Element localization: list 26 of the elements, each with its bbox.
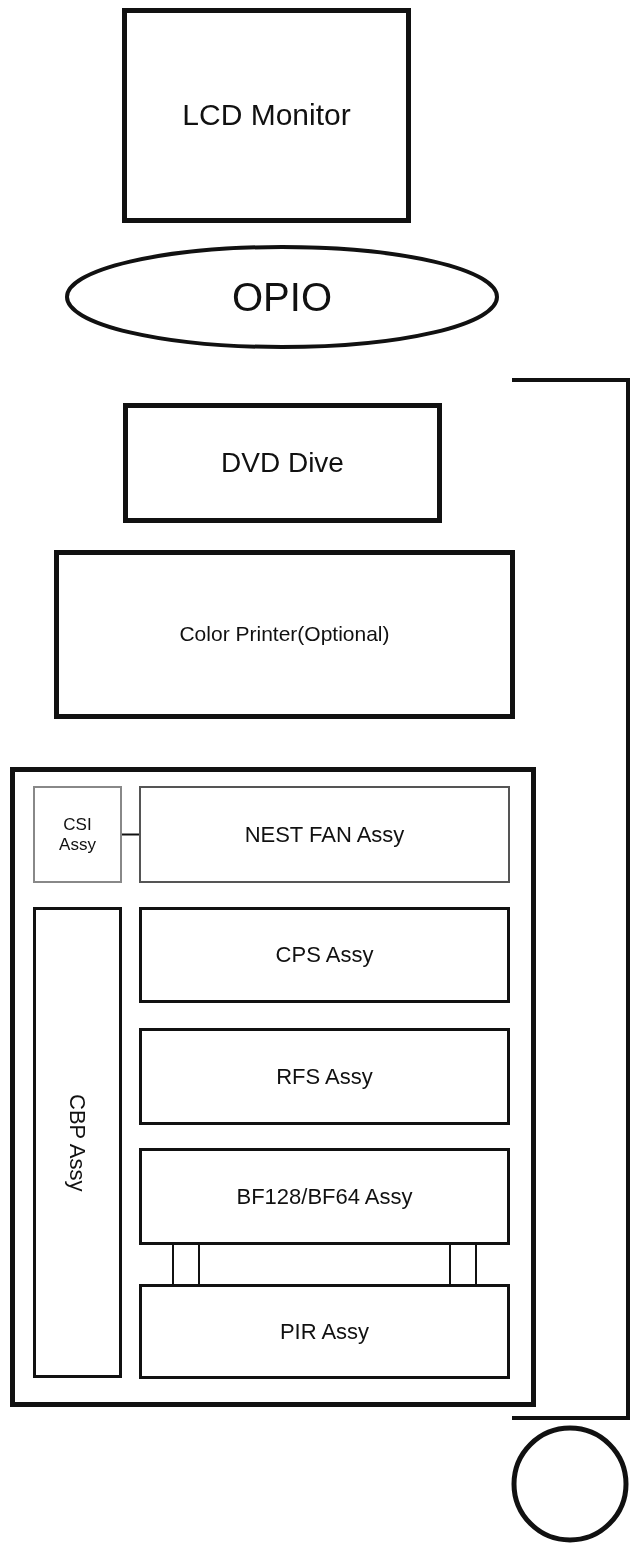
box-label: DVD Dive (221, 446, 344, 480)
box-label: BF128/BF64 Assy (236, 1183, 413, 1210)
ellipse-node (65, 245, 499, 349)
assembly-box (139, 786, 510, 883)
connector-line (121, 833, 140, 836)
box-label: Color Printer(Optional) (179, 622, 390, 647)
box-label: CSI Assy (58, 814, 97, 855)
box-label: LCD Monitor (182, 98, 351, 133)
box-label: OPIO (232, 274, 332, 320)
box-label: CBP Assy (64, 1093, 91, 1192)
assembly-box (123, 403, 442, 523)
assembly-box (33, 907, 122, 1378)
box-label: CPS Assy (275, 942, 374, 968)
assembly-box (139, 907, 510, 1003)
connector-line (449, 1244, 477, 1285)
assembly-box (139, 1284, 510, 1379)
cabinet-box (10, 767, 536, 1407)
connector-line (172, 1244, 200, 1285)
assembly-box (139, 1028, 510, 1125)
assembly-box (122, 8, 411, 223)
assembly-box (139, 1148, 510, 1245)
assembly-box (54, 550, 515, 719)
box-label: NEST FAN Assy (244, 821, 405, 848)
assembly-box (33, 786, 122, 883)
box-label: PIR Assy (279, 1318, 370, 1345)
box-label: RFS Assy (276, 1063, 373, 1090)
